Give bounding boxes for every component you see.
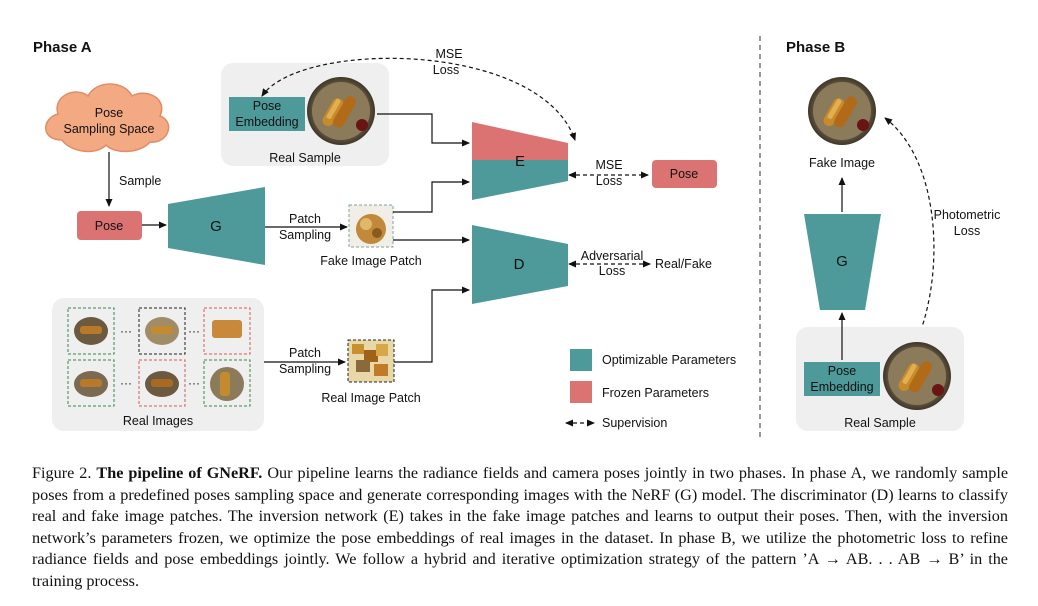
real-sample-to-e-arrow [377, 113, 470, 147]
patch-sampling-top-label-2: Sampling [279, 228, 331, 242]
mse-loss-top-label-2: Loss [433, 63, 459, 77]
real-image-thumbnails [67, 307, 251, 407]
real-sample-label: Real Sample [269, 151, 341, 165]
real-fake-label: Real/Fake [655, 257, 712, 271]
generator-g-label: G [210, 218, 222, 235]
discriminator-d [472, 225, 568, 304]
pose-embedding-label-2: Embedding [235, 115, 298, 129]
ellipsis-4: ··· [188, 376, 200, 390]
encoder-e-label: E [515, 153, 525, 170]
legend-optimizable-swatch [570, 349, 592, 371]
caption-text: Our pipeline learns the radiance fields … [32, 464, 1009, 590]
mse-loss-side-label-1: MSE [595, 158, 622, 172]
pipeline-diagram: Phase A Pose Embedding Real Sample Pose … [33, 36, 1001, 440]
encoder-e-optimizable [472, 160, 568, 200]
patch-sampling-top-label-1: Patch [289, 212, 321, 226]
pose-output-label: Pose [670, 167, 699, 181]
legend-frozen-swatch [570, 381, 592, 403]
phase-b-pose-embedding-box [804, 362, 880, 396]
real-image-patch-label: Real Image Patch [321, 391, 420, 405]
pose-embedding-label-1: Pose [253, 99, 282, 113]
phase-a-title: Phase A [33, 39, 92, 56]
pose-sampling-space-label-1: Pose [95, 106, 124, 120]
phase-b-pose-embedding-label-1: Pose [828, 364, 857, 378]
ellipsis-2: ··· [188, 324, 200, 338]
figure-caption: Figure 2. The pipeline of GNeRF. Our pip… [32, 463, 1008, 592]
pose-box [77, 211, 142, 240]
phase-b-generator-g [804, 214, 881, 310]
legend-frozen-label: Frozen Parameters [602, 386, 709, 400]
fake-image-photo [808, 77, 876, 145]
phase-b-generator-g-label: G [836, 253, 848, 270]
pose-sampling-space-cloud [45, 83, 170, 153]
mse-loss-top-label-1: MSE [435, 47, 462, 61]
legend-optimizable-label: Optimizable Parameters [602, 353, 736, 367]
real-images-label: Real Images [123, 414, 193, 428]
adversarial-loss-label-2: Loss [599, 264, 625, 278]
pose-box-label: Pose [95, 219, 124, 233]
pose-output-box [652, 160, 717, 188]
phase-b-real-sample-label: Real Sample [844, 416, 916, 430]
real-patch-to-d-arrow [394, 286, 470, 363]
fake-image-label: Fake Image [809, 156, 875, 170]
phase-b-pose-embedding-label-2: Embedding [810, 380, 873, 394]
ellipsis-1: ··· [120, 324, 132, 338]
sample-label: Sample [119, 174, 161, 188]
ellipsis-3: ··· [120, 376, 132, 390]
mse-loss-side-label-2: Loss [596, 174, 622, 188]
legend-supervision-label: Supervision [602, 416, 667, 430]
photometric-loss-curve [884, 117, 935, 339]
fake-patch-to-e-arrow [393, 178, 470, 213]
patch-sampling-bottom-label-1: Patch [289, 346, 321, 360]
patch-sampling-bottom-label-2: Sampling [279, 362, 331, 376]
phase-b-title: Phase B [786, 39, 845, 56]
caption-bold-title: The pipeline of GNeRF. [96, 464, 263, 482]
pose-sampling-space-label-2: Sampling Space [63, 122, 154, 136]
phase-b-real-sample-photo [883, 342, 951, 410]
generator-g [168, 187, 265, 265]
photometric-loss-label-2: Loss [954, 224, 980, 238]
photometric-loss-label-1: Photometric [934, 208, 1001, 222]
adversarial-loss-label-1: Adversarial [581, 249, 644, 263]
discriminator-d-label: D [514, 256, 525, 273]
fake-image-patch-label: Fake Image Patch [320, 254, 421, 268]
caption-figure-label: Figure 2. [32, 464, 92, 482]
real-sample-photo [307, 77, 375, 145]
fake-image-patch [356, 214, 386, 244]
